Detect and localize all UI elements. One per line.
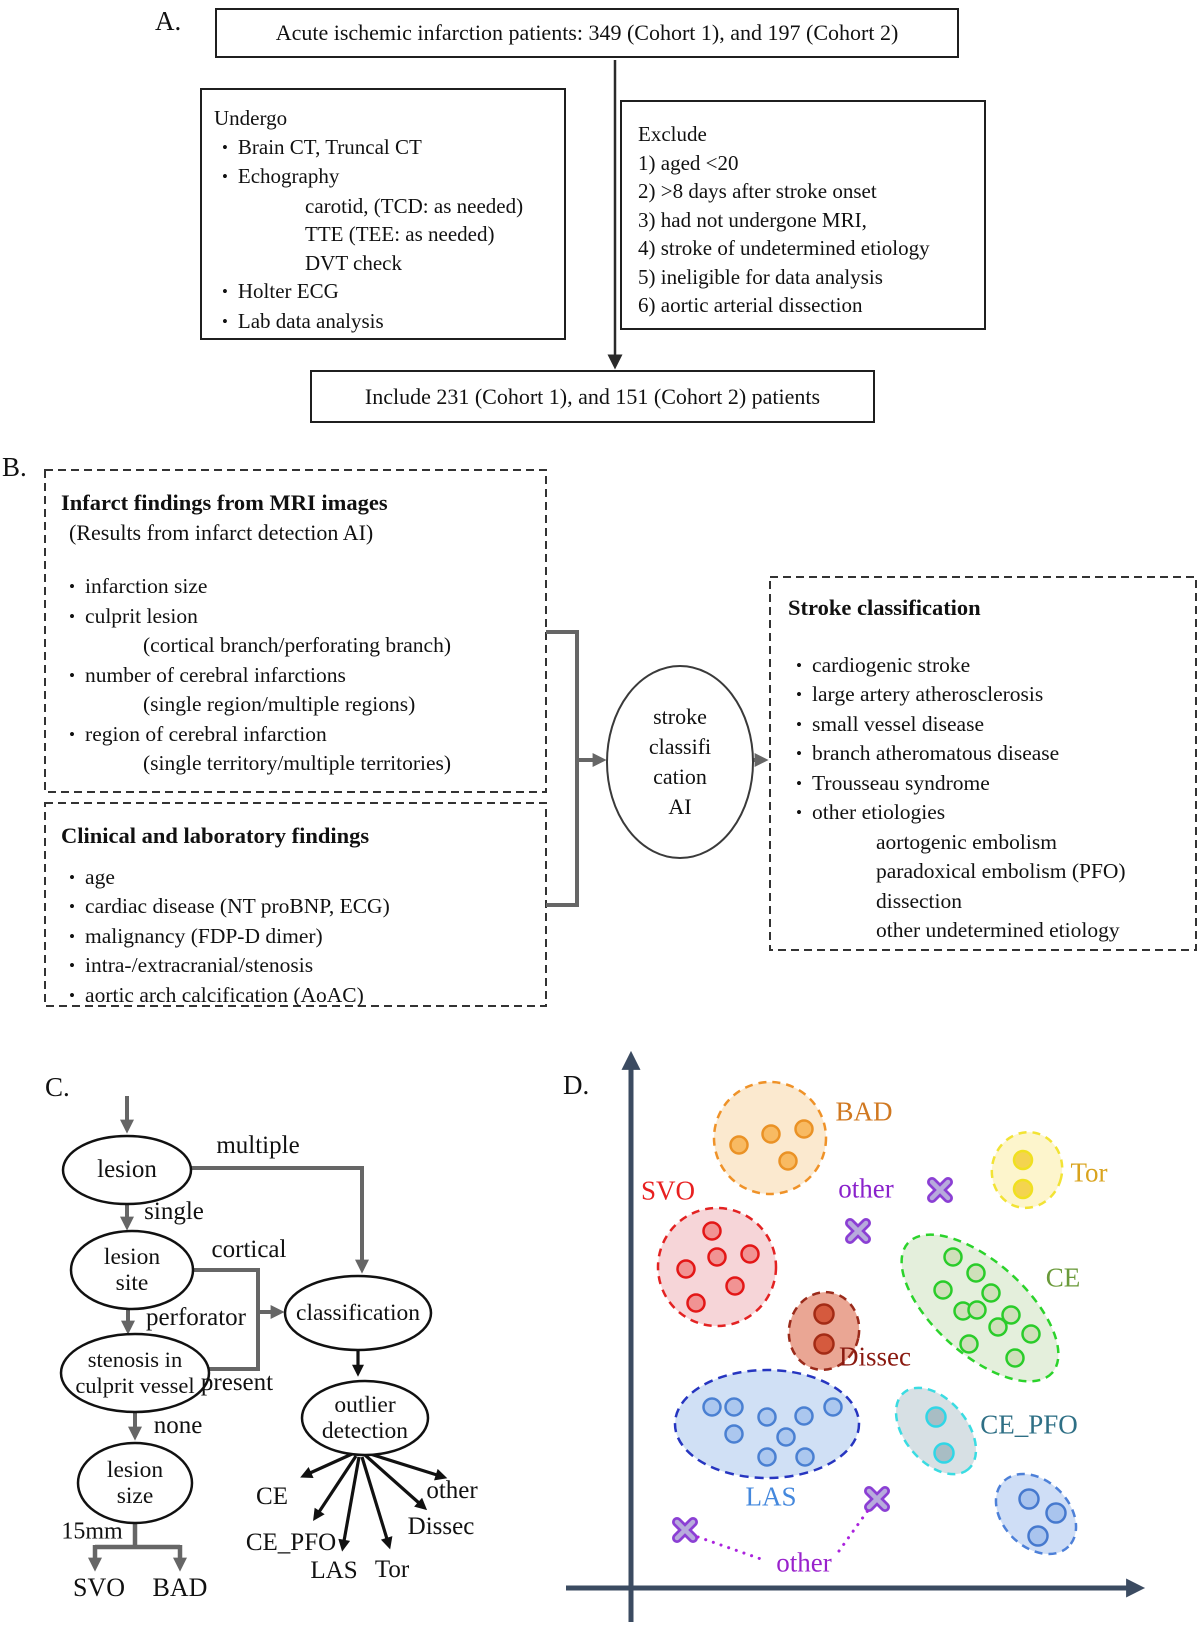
mri-box-title: Infarct findings from MRI images: [61, 490, 388, 515]
mri-box-subtitle: (Results from infarct detection AI): [69, 519, 374, 545]
edge-15mm: 15mm: [61, 1518, 123, 1545]
undergo-box: Undergo Brain CT, Truncal CT Echography …: [200, 88, 566, 340]
outlier-x-marks: [672, 1177, 953, 1543]
blue-cluster-2: [994, 1472, 1078, 1556]
panel-d-label: D.: [563, 1070, 590, 1100]
cluster-label-svo: SVO: [640, 1175, 696, 1206]
lesion-site-node: [69, 1229, 195, 1311]
edge-cortical: cortical: [211, 1236, 287, 1263]
outlier-node-label: outlier detection: [321, 1392, 409, 1444]
cluster-label-las: LAS: [745, 1481, 797, 1512]
svo-cluster: [656, 1206, 778, 1328]
las-cluster: [673, 1368, 861, 1480]
exclude-title: Exclude: [638, 122, 707, 146]
cluster-label-ce-pfo: CE_PFO: [980, 1409, 1078, 1440]
ai-node-label: stroke classifi cation AI: [648, 704, 712, 819]
edge-none: none: [153, 1412, 203, 1439]
lesion-site-node-label: lesion site: [103, 1244, 161, 1296]
mri-findings-box: Infarct findings from MRI images (Result…: [45, 470, 546, 792]
cluster-label-bad: BAD: [835, 1096, 893, 1127]
cluster-label-tor: Tor: [1070, 1157, 1108, 1188]
stroke-classification-box: Stroke classification cardiogenic stroke…: [770, 577, 1196, 950]
panel-c-graphics: [59, 1096, 448, 1572]
cluster-label-other-bottom: other: [776, 1547, 832, 1578]
output-svo: SVO: [72, 1573, 126, 1602]
panel-a-label: A.: [155, 6, 182, 36]
ce-pfo-cluster: [894, 1386, 978, 1476]
lesion-size-node-label: lesion size: [106, 1457, 164, 1509]
stenosis-node: [59, 1332, 211, 1414]
stenosis-node-label: stenosis in culprit vessel: [75, 1347, 195, 1398]
output-ce: CE: [256, 1483, 288, 1510]
clinical-box-title: Clinical and laboratory findings: [61, 823, 370, 848]
exclude-box: Exclude 1) aged <20 2) >8 days after str…: [620, 100, 986, 330]
edge-single: single: [144, 1198, 204, 1225]
axes: [566, 1050, 1146, 1622]
output-dissec: Dissec: [407, 1513, 475, 1540]
cluster-label-other-top: other: [838, 1173, 894, 1204]
output-tor: Tor: [374, 1556, 410, 1583]
classification-node: [283, 1274, 433, 1352]
lesion-node-label: lesion: [97, 1156, 157, 1183]
patients-box: Acute ischemic infarction patients: 349 …: [215, 8, 959, 58]
output-bad: BAD: [152, 1573, 208, 1602]
clinical-box: Clinical and laboratory findings age car…: [45, 803, 546, 1007]
panel-d-graphics: [566, 1050, 1146, 1622]
other-dotted-line: [696, 1507, 871, 1561]
output-ce-pfo: CE_PFO: [245, 1529, 337, 1556]
dissec-cluster: [787, 1290, 861, 1372]
include-box: Include 231 (Cohort 1), and 151 (Cohort …: [310, 370, 875, 423]
cluster-label-ce: CE: [1045, 1262, 1081, 1293]
cluster-label-dissec: Dissec: [839, 1341, 911, 1372]
ai-node-ellipse: [606, 665, 754, 859]
ce-cluster: [900, 1233, 1060, 1383]
outlier-detection-node: [300, 1379, 430, 1457]
stroke-class-title: Stroke classification: [788, 595, 981, 620]
edge-perforator: perforator: [146, 1304, 246, 1331]
panel-b-label: B.: [2, 452, 27, 482]
lesion-node: [61, 1134, 193, 1206]
output-other: other: [426, 1477, 478, 1504]
bad-cluster: [712, 1080, 828, 1196]
edge-present: present: [200, 1369, 274, 1396]
tor-cluster: [990, 1130, 1064, 1210]
undergo-title: Undergo: [214, 106, 288, 130]
lesion-size-node: [76, 1441, 194, 1525]
classification-node-label: classification: [296, 1300, 420, 1326]
output-las: LAS: [310, 1557, 358, 1584]
edge-multiple: multiple: [216, 1132, 300, 1159]
panel-b-connector: [546, 630, 769, 907]
panel-c-label: C.: [45, 1072, 70, 1102]
